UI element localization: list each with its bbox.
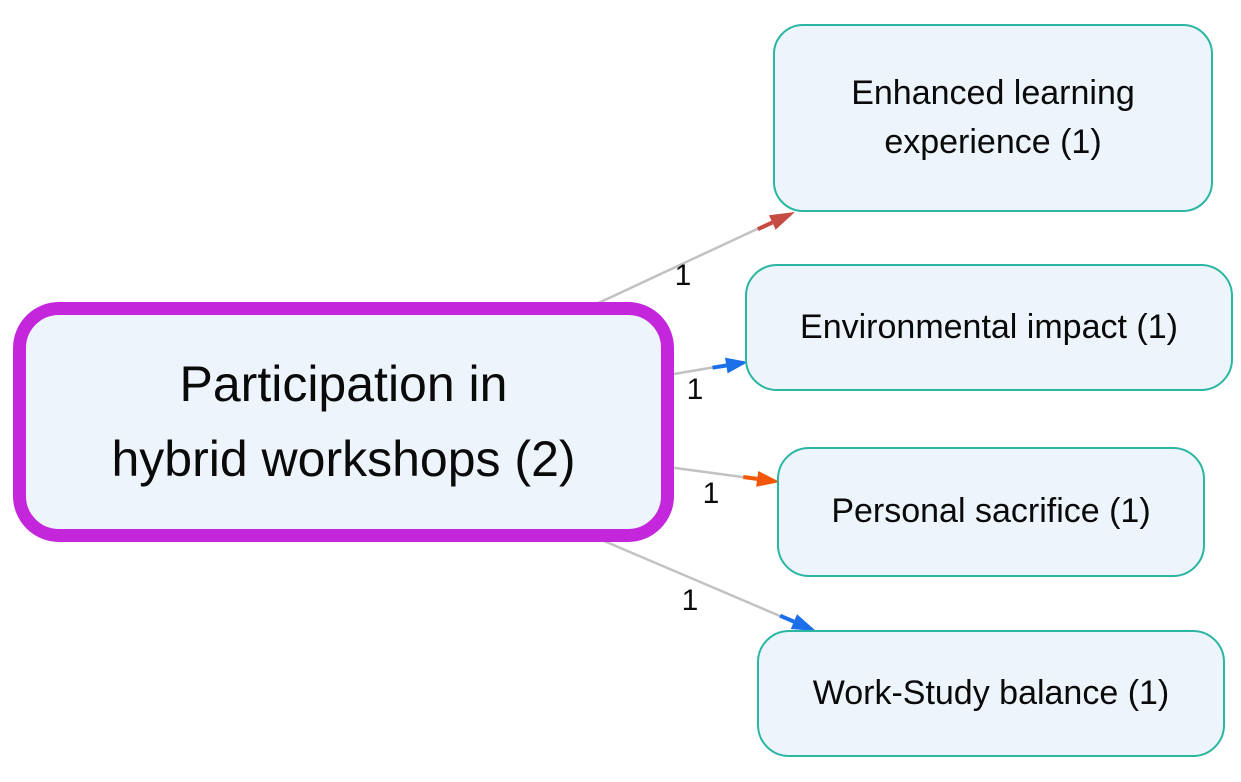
edge-arrow-tail (743, 475, 758, 481)
node-label-line: Work-Study balance (1) (812, 673, 1170, 712)
edge-count-label: 1 (681, 584, 699, 617)
node-label-line: Environmental impact (1) (800, 307, 1178, 346)
node-participation-in-hybrid-workshops[interactable]: Participation in hybrid workshops (2) (13, 302, 674, 542)
edge-count-label: 1 (686, 373, 704, 406)
node-label-line: Participation in (179, 356, 508, 412)
node-label-line: Personal sacrifice (1) (831, 492, 1151, 531)
node-label-line: Enhanced learning (851, 73, 1135, 112)
node-label-line: hybrid workshops (2) (111, 431, 576, 487)
edge-count-label: 1 (702, 477, 720, 510)
edge-arrow-tail (712, 363, 727, 370)
arrowhead (790, 614, 816, 631)
node-enhanced-learning-experience[interactable]: Enhanced learning experience (1) (773, 24, 1213, 212)
edge-arrow-tail (779, 613, 795, 624)
edge-count-label: 1 (674, 259, 692, 292)
node-environmental-impact[interactable]: Environmental impact (1) (745, 264, 1233, 391)
node-work-study-balance[interactable]: Work-Study balance (1) (757, 630, 1225, 757)
edge-arrow-tail (756, 220, 774, 232)
arrowhead (769, 212, 795, 230)
node-label-line: experience (1) (884, 123, 1102, 161)
node-personal-sacrifice[interactable]: Personal sacrifice (1) (777, 447, 1205, 577)
